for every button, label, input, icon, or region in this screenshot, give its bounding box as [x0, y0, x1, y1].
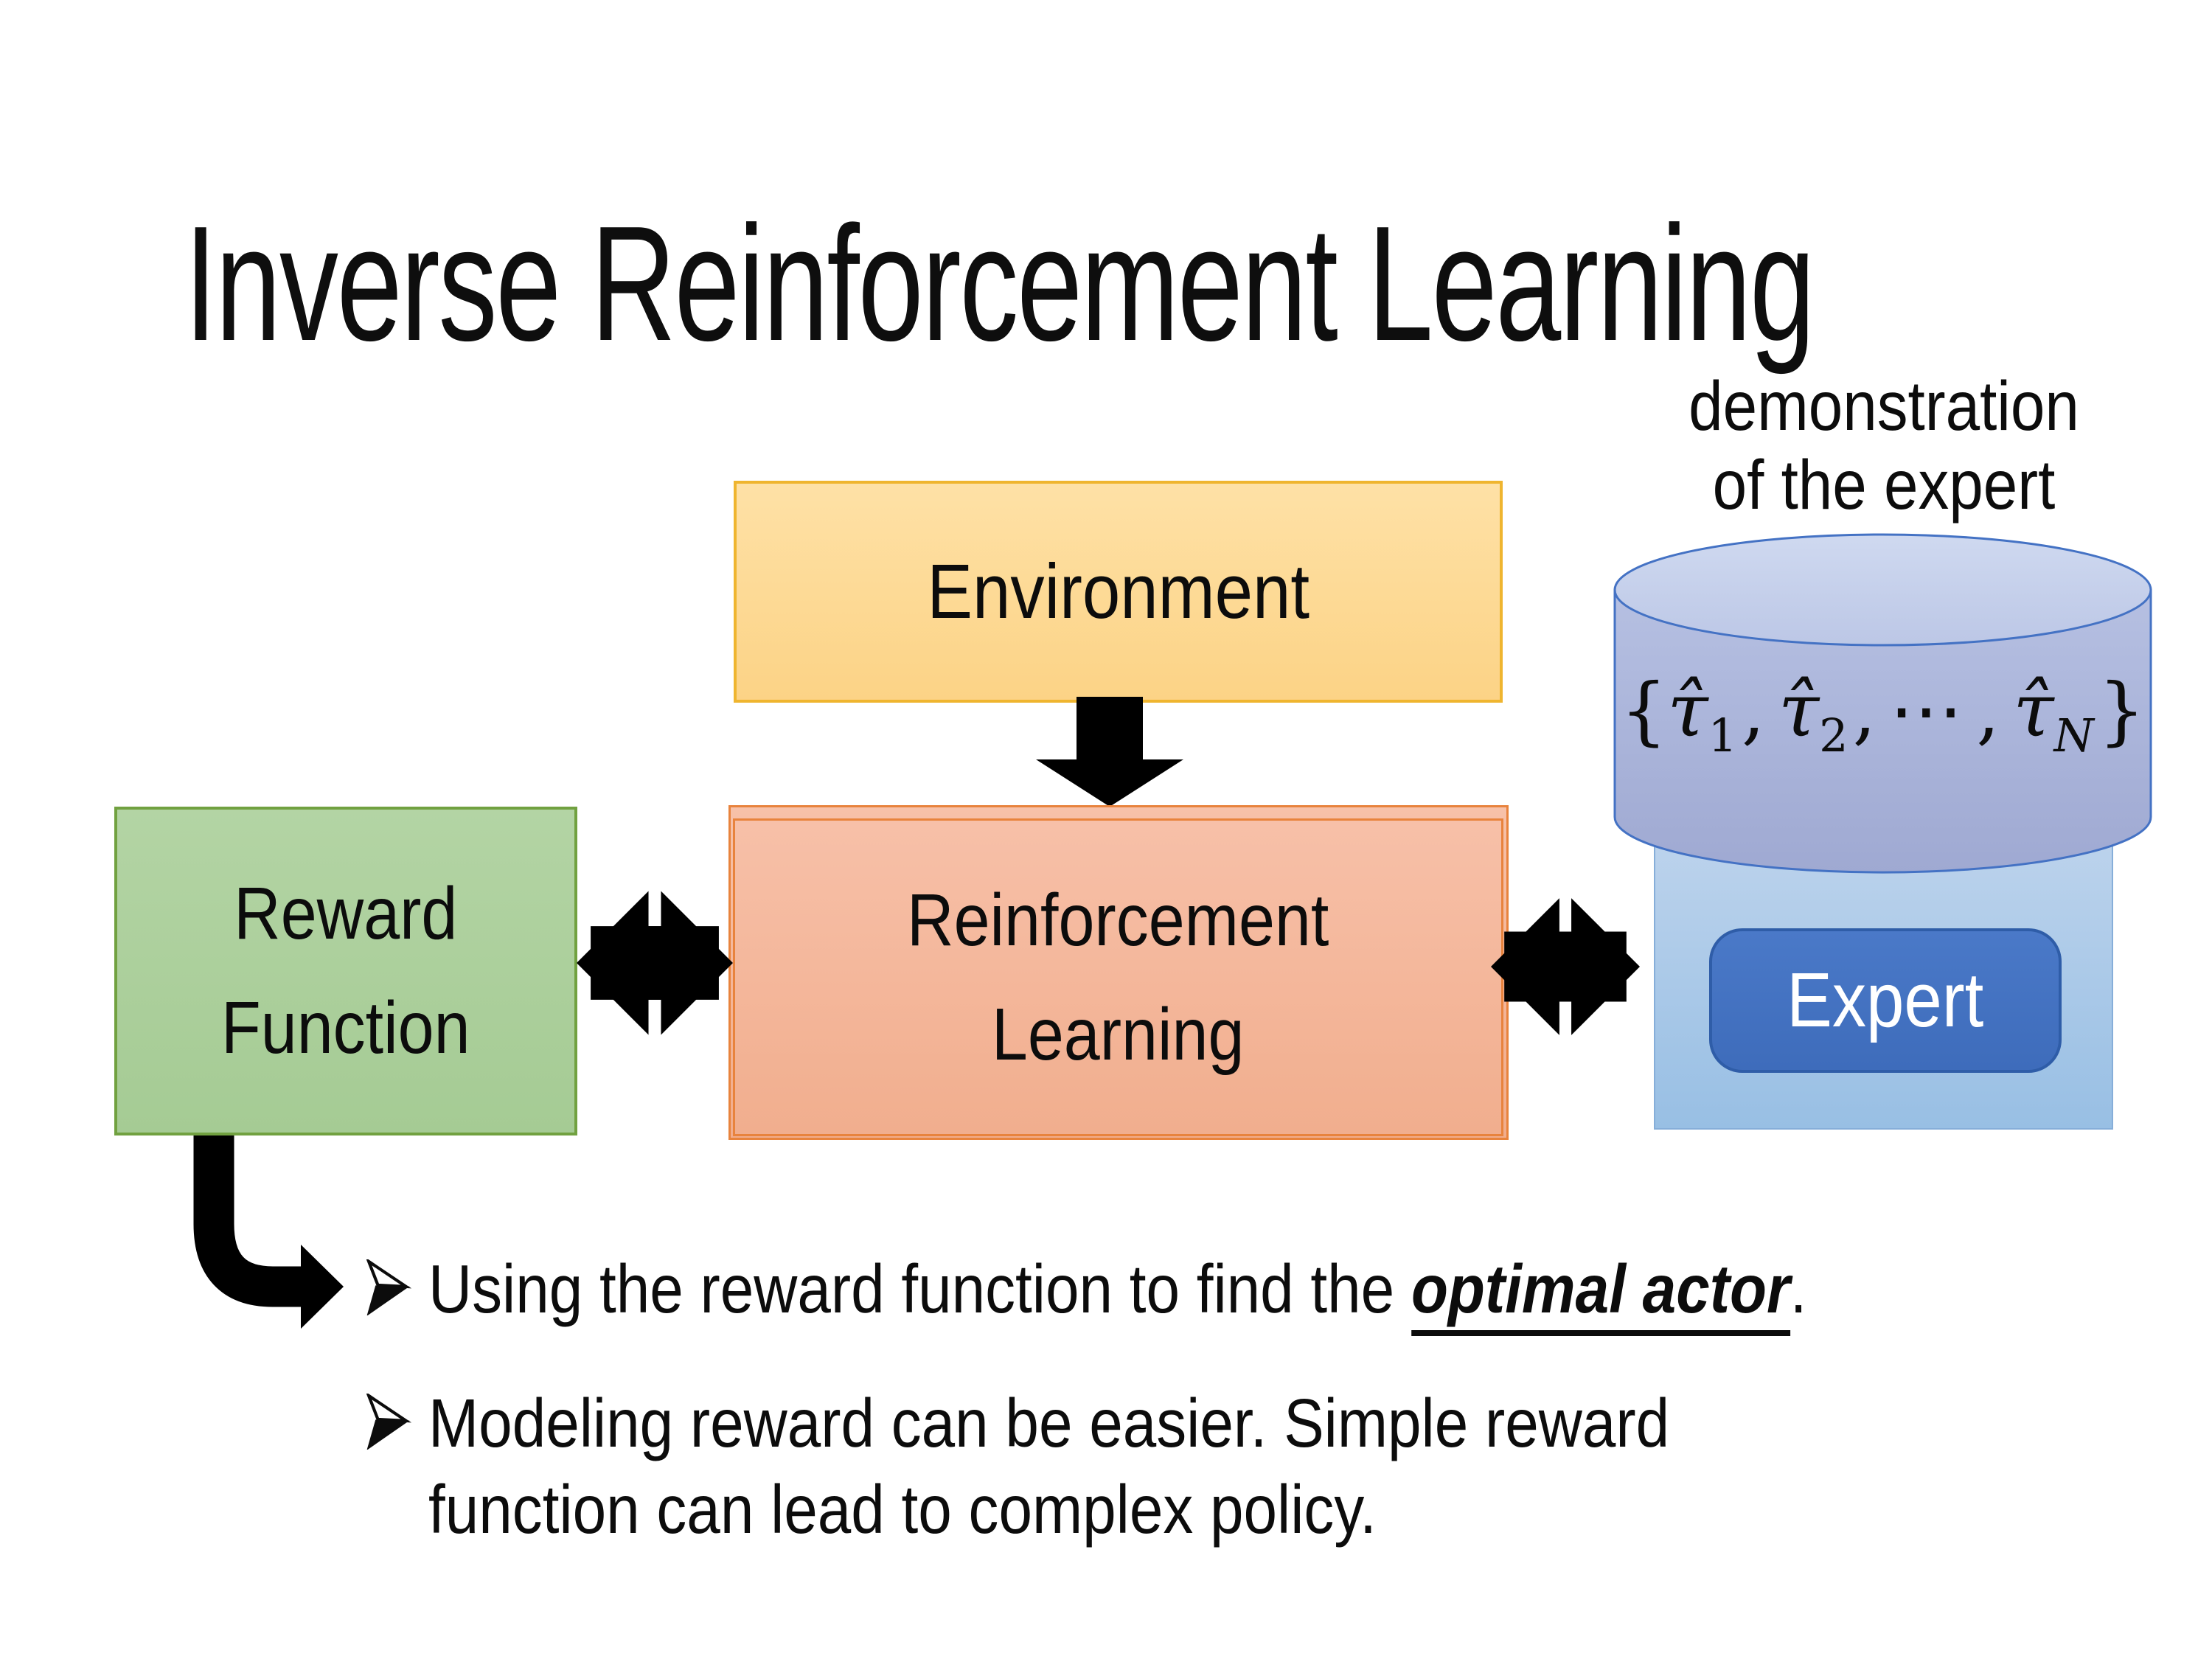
- down-arrow-icon: [1036, 697, 1183, 807]
- trajectory-set-formula: {τ̂1,τ̂2,⋯,τ̂N}: [1620, 667, 2146, 762]
- environment-box: Environment: [734, 481, 1503, 703]
- bent-arrow-icon: [193, 1135, 344, 1329]
- reward-function-box: Reward Function: [114, 807, 577, 1135]
- bullet-arrowhead-icon: [366, 1394, 412, 1450]
- reinforcement-learning-label: Reinforcement Learning: [907, 878, 1329, 1076]
- double-arrow-left-icon: [577, 891, 733, 1035]
- double-arrow-right-icon: [1491, 898, 1640, 1035]
- reward-function-label: Reward Function: [221, 872, 470, 1069]
- optimal-actor-emphasis: optimal actor: [1411, 1251, 1790, 1336]
- bullet-1-text: Using the reward function to find the op…: [428, 1246, 1964, 1336]
- demonstration-label-line1: demonstration: [1688, 367, 2079, 445]
- bullet-item-1: Using the reward function to find the op…: [366, 1246, 2173, 1336]
- environment-label: Environment: [927, 548, 1310, 635]
- demonstration-cylinder-icon: [1613, 533, 2152, 874]
- page-title: Inverse Reinforcement Learning: [184, 192, 1815, 375]
- demonstration-label: demonstration of the expert: [1585, 367, 2183, 526]
- reinforcement-learning-box: Reinforcement Learning: [733, 818, 1503, 1136]
- bullet-arrowhead-icon: [366, 1259, 412, 1315]
- expert-label: Expert: [1787, 957, 1984, 1043]
- demonstration-label-line2: of the expert: [1712, 446, 2056, 525]
- bullet-2-text: Modeling reward can be easier. Simple re…: [428, 1385, 1670, 1548]
- expert-box: Expert: [1709, 928, 2062, 1073]
- bullet-item-2: Modeling reward can be easier. Simple re…: [366, 1380, 2173, 1553]
